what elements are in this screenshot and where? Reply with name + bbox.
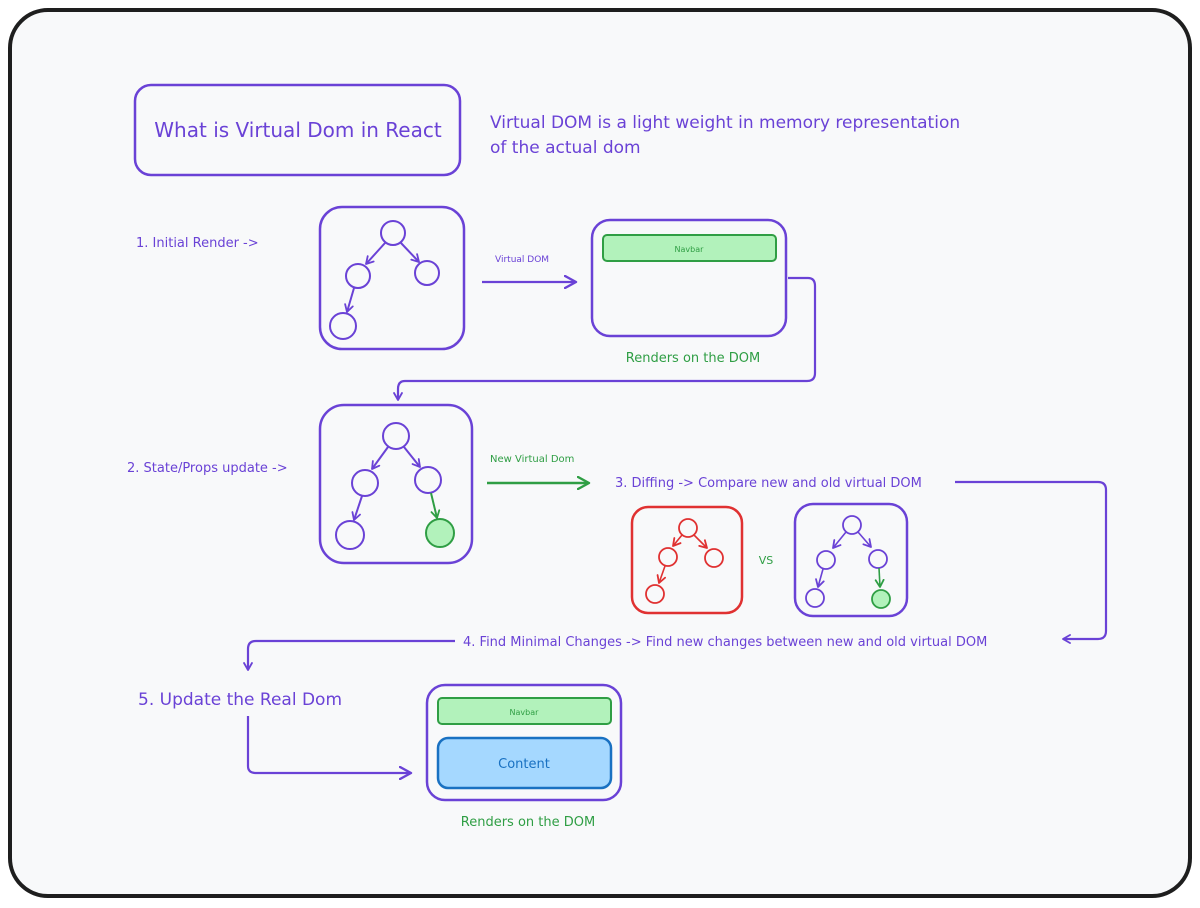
renders-caption-2: Renders on the DOM [461,815,595,830]
page-title: What is Virtual Dom in React [154,118,442,142]
navbar-2-label: Navbar [510,708,540,717]
virtual-dom-arrow-label: Virtual DOM [495,255,549,265]
navbar-2 [437,697,612,725]
step-diffing: 3. Diffing -> Compare new and old virtua… [615,476,922,491]
tree-2-icon [318,403,474,565]
connector-arrow-3 [243,639,455,671]
connector-arrow-2 [955,480,1108,644]
title-box [133,83,462,177]
dom-box-2 [425,683,623,802]
content-block [436,736,613,790]
canvas-frame [8,8,1192,898]
navbar-1-label: Navbar [675,245,705,254]
vs-label: VS [759,554,774,567]
step-minimal-changes: 4. Find Minimal Changes -> Find new chan… [463,635,987,650]
connector-arrow-1 [393,276,817,401]
content-label: Content [498,757,550,772]
dom-box-1 [590,218,788,338]
new-tree-icon [793,502,909,618]
definition-line-1: Virtual DOM is a light weight in memory … [490,113,960,133]
old-tree-icon [630,505,744,615]
new-virtual-dom-arrow-label: New Virtual Dom [490,454,574,465]
definition-line-2: of the actual dom [490,138,641,158]
step-state-update: 2. State/Props update -> [127,461,288,476]
navbar-1 [602,234,777,262]
tree-1-icon [318,205,466,351]
step-initial-render: 1. Initial Render -> [136,236,259,251]
connector-arrow-4 [246,716,410,773]
step-update-real-dom: 5. Update the Real Dom [138,690,342,710]
renders-caption-1: Renders on the DOM [626,351,760,366]
